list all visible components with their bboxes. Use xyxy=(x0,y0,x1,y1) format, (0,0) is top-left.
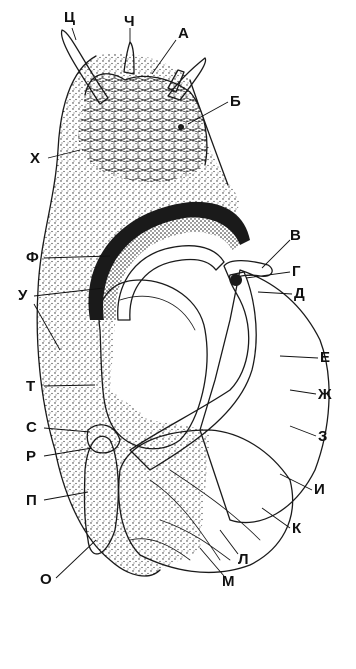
label-m: М xyxy=(222,573,235,590)
label-o: О xyxy=(40,571,52,588)
label-k: К xyxy=(292,520,302,537)
label-kh: Х xyxy=(30,150,40,167)
label-r: Р xyxy=(26,448,36,465)
label-p: П xyxy=(26,492,37,509)
label-f: Ф xyxy=(26,249,39,266)
label-i: И xyxy=(314,481,325,498)
label-z: З xyxy=(318,428,327,445)
label-l: Л xyxy=(238,551,249,568)
label-g: Г xyxy=(292,263,301,280)
eye-spot xyxy=(178,124,184,130)
label-ts: Ц xyxy=(64,9,75,26)
label-b: Б xyxy=(230,93,241,110)
label-e: Е xyxy=(320,349,330,366)
label-ch: Ч xyxy=(124,13,135,30)
label-a: А xyxy=(178,25,189,42)
label-zh: Ж xyxy=(317,386,332,403)
label-v: В xyxy=(290,227,301,244)
label-d: Д xyxy=(294,285,305,302)
label-s: С xyxy=(26,419,37,436)
label-u: У xyxy=(18,287,28,304)
label-t: Т xyxy=(26,378,35,395)
